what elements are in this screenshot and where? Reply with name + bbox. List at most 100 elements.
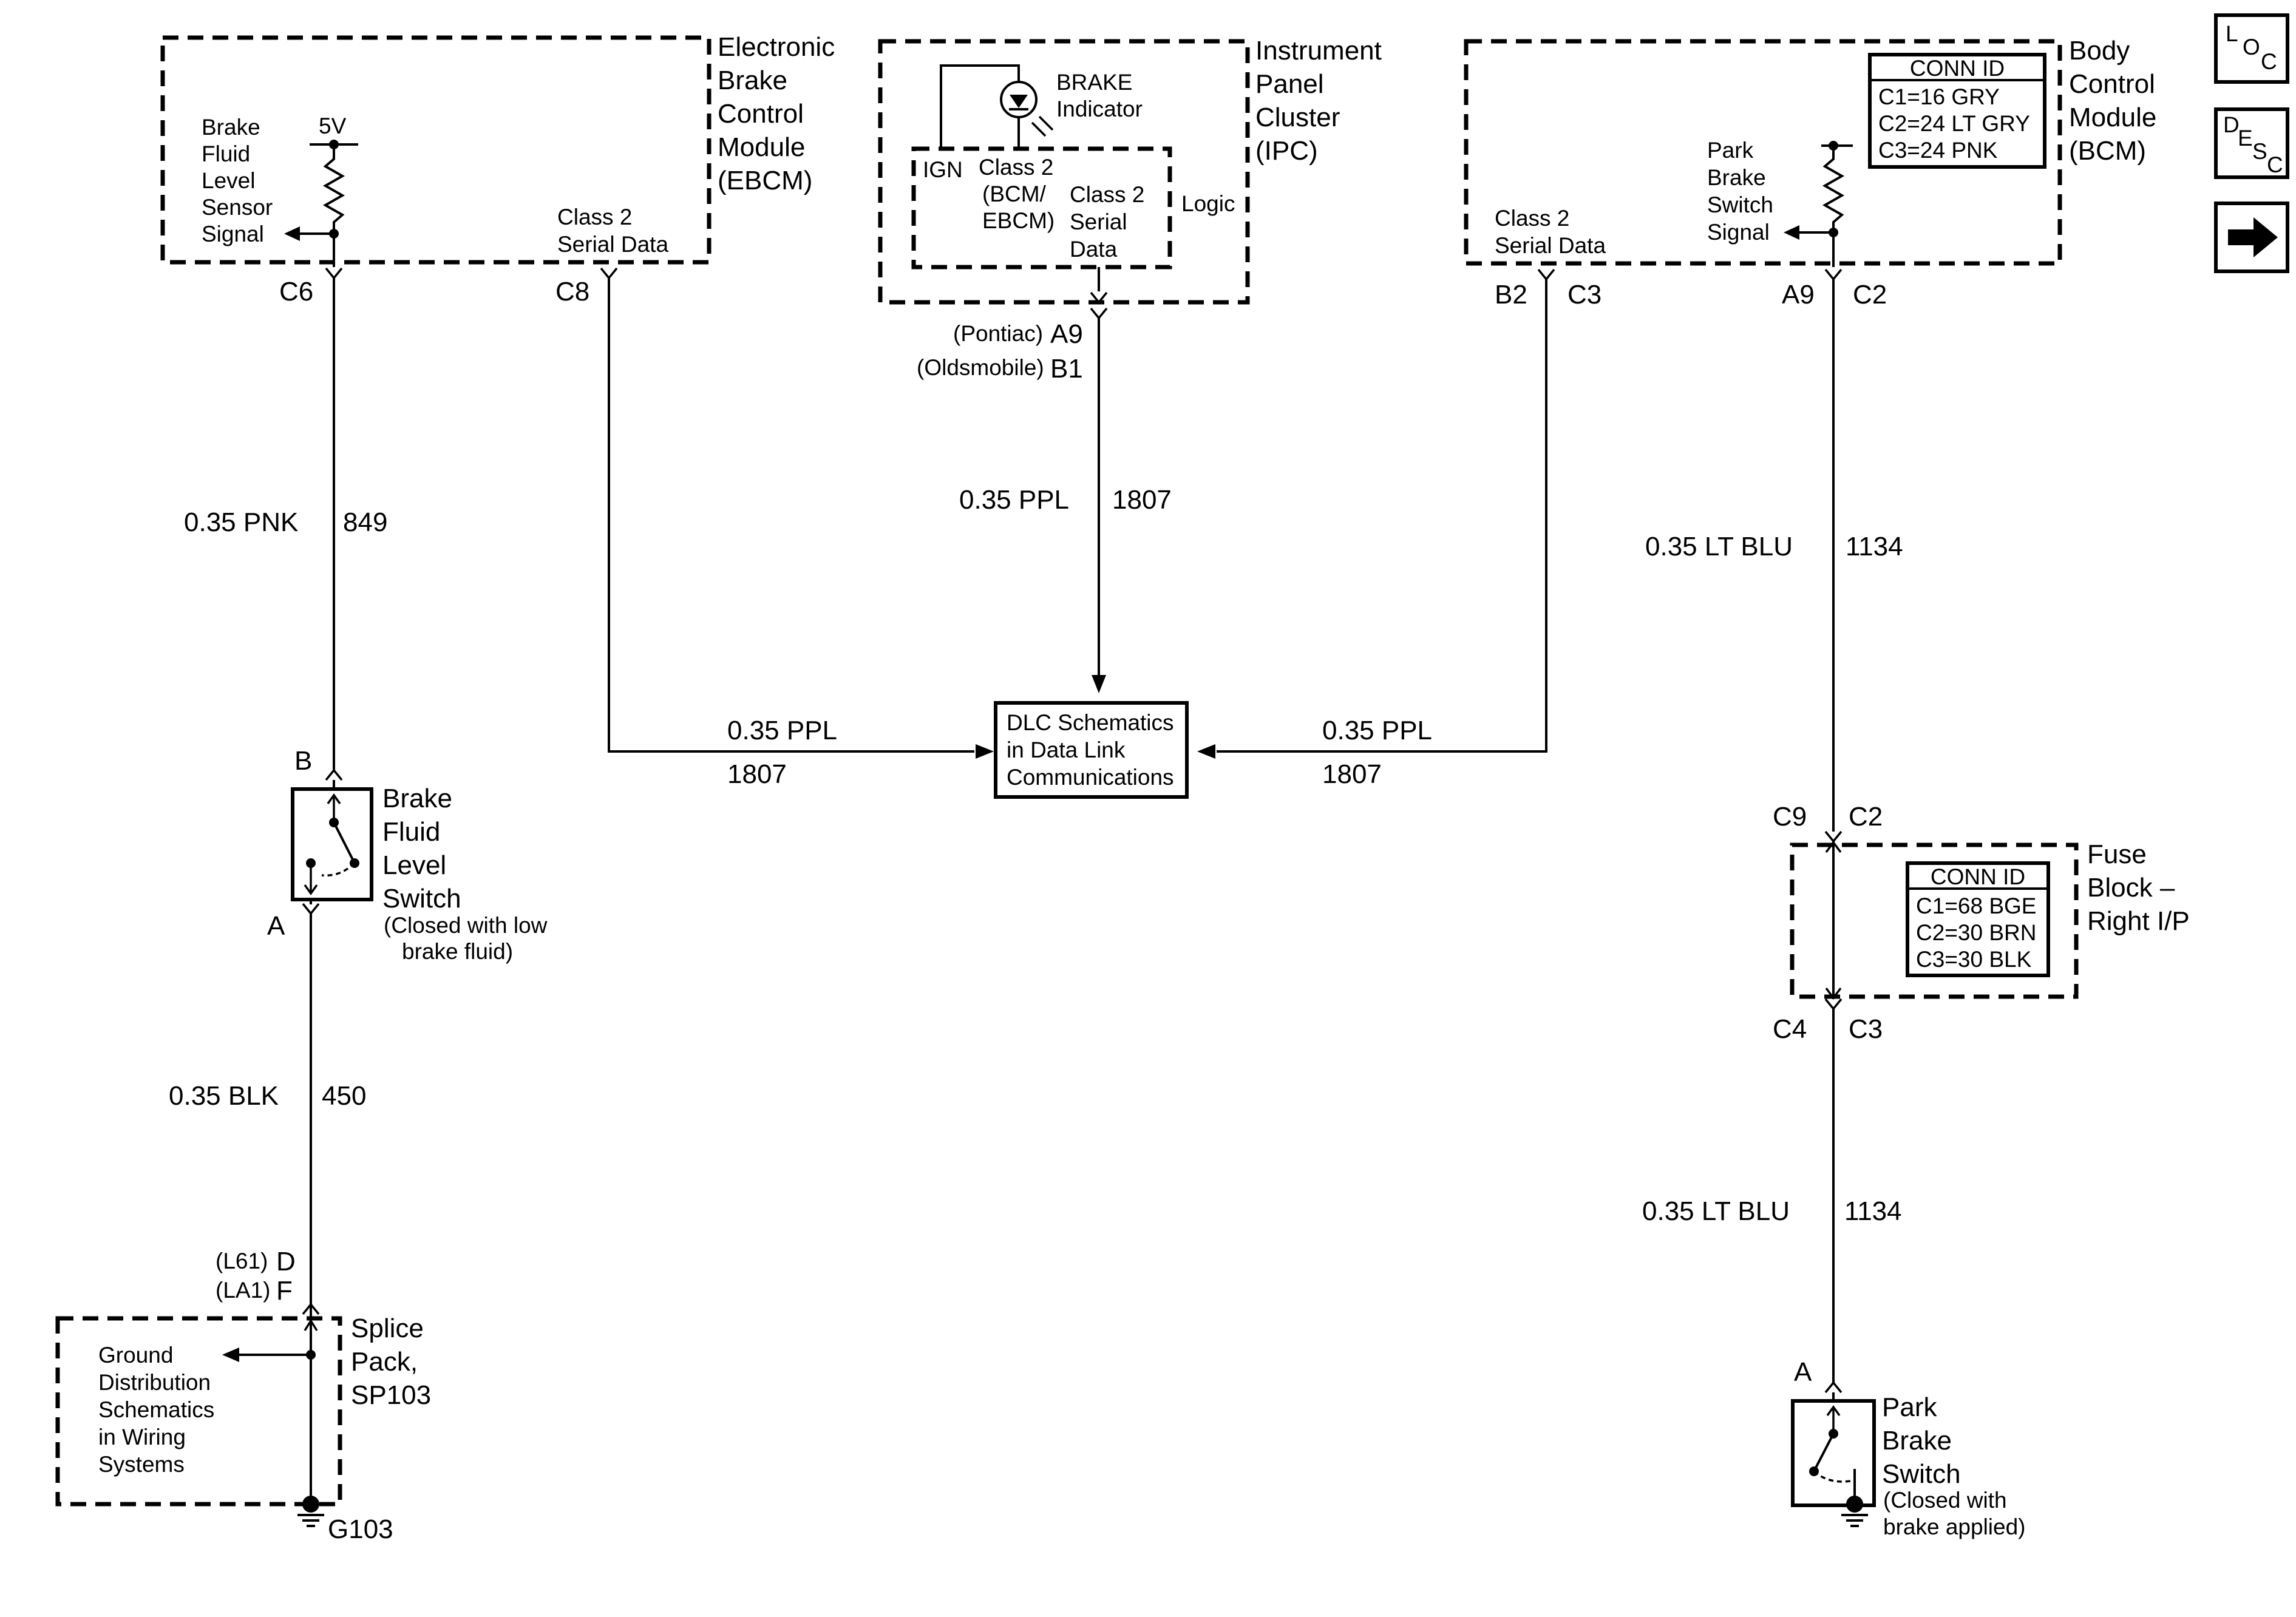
- ebcm-pin-c8: C8: [555, 277, 589, 307]
- ipc-serial-arrow: [1090, 291, 1108, 304]
- bcm-switch-arrow: [1784, 225, 1799, 240]
- ebcm-sensor-label-4: Sensor: [202, 195, 273, 220]
- ipc-led-ray-1: [1038, 115, 1054, 131]
- ipc-logic-label: Logic: [1181, 191, 1235, 216]
- fluid-switch-title-3: Level: [382, 850, 446, 880]
- loc-letter-o: O: [2243, 35, 2260, 59]
- desc-letter-c: C: [2267, 152, 2283, 177]
- wire-ltblu-top-gauge: 0.35 LT BLU: [1645, 532, 1793, 561]
- desc-button[interactable]: D E S C: [2214, 107, 2289, 179]
- bcm-a9-terminal: [1824, 268, 1843, 281]
- ipc-pin-a9: A9: [1050, 319, 1083, 349]
- wire-pnk-gauge: 0.35 PNK: [184, 507, 298, 537]
- splice-ground-ref-arrow: [222, 1348, 239, 1362]
- park-switch-dashed-arc: [1813, 1470, 1851, 1483]
- ipc-pin-b1: B1: [1050, 354, 1083, 384]
- fuse-conn-id-c1: C1=68 BGE: [1916, 893, 2036, 918]
- fluid-switch-outline: [291, 787, 373, 901]
- desc-letter-d: D: [2223, 112, 2240, 137]
- park-switch-note-1: (Closed with: [1883, 1488, 2007, 1513]
- bcm-conn-id-header: CONN ID: [1910, 56, 2005, 81]
- fluid-switch-title-4: Switch: [382, 884, 461, 914]
- ipc-title-2: Panel: [1255, 69, 1324, 99]
- bcm-conn-id-c1: C1=16 GRY: [1878, 84, 2000, 109]
- ipc-title-4: (IPC): [1255, 136, 1318, 166]
- splice-title-1: Splice: [351, 1314, 424, 1343]
- fuse-conn-id-table: [1906, 861, 2050, 977]
- bcm-outline: [1464, 39, 2062, 266]
- dlc-label-1: DLC Schematics: [1007, 710, 1174, 735]
- ebcm-serial-label-1: Class 2: [557, 205, 632, 229]
- fuse-conn-id-c2: C2=30 BRN: [1916, 920, 2036, 945]
- ebcm-sensor-label-3: Level: [202, 168, 255, 193]
- ebcm-pin-c6: C6: [279, 277, 313, 307]
- ipc-class2-bcm-2: (BCM/: [982, 181, 1047, 206]
- fuse-outline: [1790, 842, 2079, 999]
- fuse-pin-c3: C3: [1849, 1014, 1883, 1044]
- arrow-right-icon: [2228, 217, 2278, 257]
- wire-ppl-right-arrow: [1197, 744, 1215, 759]
- wire-ppl-ipc-arrow: [1092, 675, 1106, 693]
- fuse-title-3: Right I/P: [2087, 906, 2190, 936]
- loc-button-outline: [2214, 13, 2289, 84]
- fuse-pin-c2: C2: [1849, 802, 1883, 832]
- bcm-switch-label-4: Signal: [1707, 220, 1770, 245]
- fuse-title-1: Fuse: [2087, 839, 2147, 869]
- fuse-conn-id-c3: C3=30 BLK: [1916, 947, 2032, 972]
- park-switch-blade: [1814, 1433, 1835, 1470]
- bcm-switch-label-3: Switch: [1707, 192, 1773, 217]
- ebcm-c6-terminal: [325, 267, 343, 280]
- fuse-conn-id-header: CONN ID: [1931, 864, 2025, 889]
- ebcm-module: Electronic Brake Control Module (EBCM) B…: [160, 32, 835, 307]
- desc-button-outline: [2214, 107, 2289, 179]
- ipc-class2-serial-2: Serial: [1070, 209, 1127, 234]
- ipc-led-icon: [1010, 95, 1028, 108]
- splice-title-3: SP103: [351, 1380, 431, 1410]
- ebcm-sensor-label-1: Brake: [202, 115, 260, 140]
- bcm-pin-a9: A9: [1782, 280, 1815, 310]
- splice-outline: [55, 1316, 342, 1507]
- ipc-outline: [878, 39, 1250, 305]
- next-page-button-outline: [2214, 202, 2289, 273]
- fluid-switch-pin-a: A: [267, 911, 285, 941]
- fluid-switch-dashed-arc: [321, 862, 356, 877]
- ipc-class2-bcm-3: EBCM): [982, 208, 1055, 233]
- bcm-title-1: Body: [2069, 36, 2130, 66]
- splice-pin-f: F: [276, 1276, 293, 1306]
- bcm-pin-b2: B2: [1495, 280, 1527, 310]
- loc-button[interactable]: L O C: [2214, 13, 2289, 84]
- dlc-label-3: Communications: [1007, 765, 1174, 790]
- fluid-switch-blade: [333, 822, 355, 861]
- dlc-reference-box[interactable]: DLC Schematics in Data Link Communicatio…: [994, 701, 1189, 799]
- wire-ppl-left-gauge: 0.35 PPL: [727, 716, 837, 745]
- splice-pack-sp103: (L61) D (LA1) F Splice Pack, SP103 Groun…: [55, 1247, 431, 1544]
- next-page-button[interactable]: [2214, 202, 2289, 273]
- splice-bus-arrow: [304, 1318, 318, 1331]
- splice-l61-label: (L61): [216, 1249, 268, 1273]
- park-switch-top-arrow: [1826, 1405, 1841, 1417]
- ebcm-title-1: Electronic: [718, 32, 835, 62]
- ipc-title-3: Cluster: [1255, 103, 1340, 132]
- park-switch-pin-a: A: [1794, 1357, 1812, 1387]
- bcm-switch-label-1: Park: [1707, 138, 1754, 163]
- ipc-class2-serial-3: Data: [1070, 237, 1118, 262]
- bcm-conn-id-table: [1868, 53, 2046, 169]
- desc-letter-e: E: [2238, 126, 2253, 151]
- ipc-logic-box: [911, 146, 1172, 270]
- bcm-conn-id-c2: C2=24 LT GRY: [1878, 111, 2030, 136]
- ebcm-c8-terminal: [600, 267, 618, 280]
- ebcm-title-2: Brake: [718, 66, 787, 95]
- ipc-indicator-label-2: Indicator: [1056, 97, 1143, 121]
- bcm-conn-id-c3: C3=24 PNK: [1878, 138, 1998, 163]
- wire-ppl-ipc-circuit: 1807: [1112, 485, 1172, 515]
- ground-g103-label: G103: [328, 1514, 393, 1544]
- park-switch-ground-node: [1846, 1496, 1863, 1513]
- ipc-led-ray-2: [1031, 121, 1047, 137]
- ebcm-outline: [160, 35, 712, 265]
- wire-ppl-left: [608, 278, 974, 753]
- wire-ppl-ipc-gauge: 0.35 PPL: [959, 485, 1069, 515]
- bcm-pullup-resistor: [1822, 146, 1845, 267]
- ebcm-pullup-resistor: [322, 144, 345, 267]
- wire-ltblu-bottom-circuit: 1134: [1844, 1196, 1902, 1226]
